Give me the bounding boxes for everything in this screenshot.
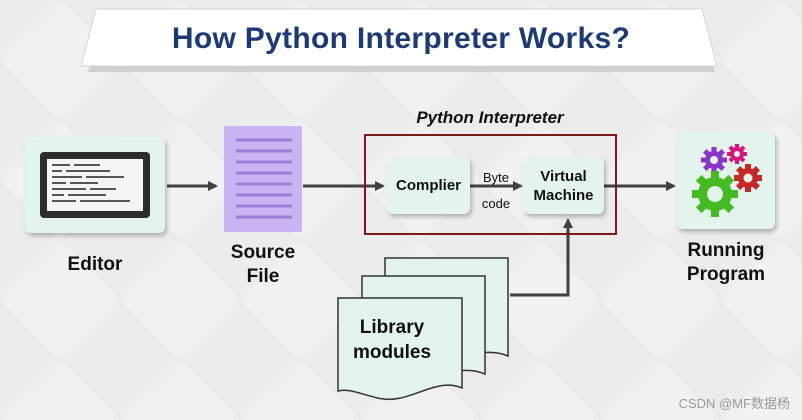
bytecode-line1: Byte	[482, 170, 509, 185]
source-file-line2: File	[246, 266, 280, 287]
bytecode-label: Byte code	[471, 165, 521, 217]
running-line1: Running	[687, 240, 765, 261]
editor-card	[25, 137, 165, 233]
purple-gear	[701, 147, 727, 173]
red-gear	[734, 164, 762, 192]
source-file-line1: Source	[230, 242, 296, 263]
editor-label: Editor	[67, 254, 123, 275]
interpreter-frame	[364, 134, 617, 235]
source-file-icon	[224, 126, 302, 232]
library-modules-icon	[337, 257, 509, 401]
compiler-box: Complier	[387, 157, 470, 214]
doc-front	[337, 297, 463, 401]
virtual-machine-box: Virtual Machine	[523, 157, 604, 214]
source-file-label: Source File	[213, 241, 313, 289]
bytecode-line2: code	[481, 196, 511, 211]
library-modules-label: Library modules	[336, 315, 448, 365]
watermark: CSDN @MF数据杨	[678, 396, 790, 411]
running-program-label: Running Program	[666, 239, 786, 287]
page-title: How Python Interpreter Works?	[171, 22, 631, 55]
vm-line1: Virtual	[540, 168, 587, 185]
running-program-card	[677, 132, 775, 229]
running-line2: Program	[686, 264, 766, 285]
title-banner	[80, 8, 718, 72]
interpreter-label: Python Interpreter	[416, 108, 564, 127]
compiler-label: Complier	[395, 177, 461, 194]
vm-line2: Machine	[533, 187, 594, 204]
library-line1: Library	[359, 317, 425, 338]
gears-icon	[692, 144, 762, 217]
virtual-machine-label: Virtual Machine	[523, 167, 604, 205]
arrow-library-to-vm	[510, 218, 573, 297]
green-gear	[692, 171, 738, 217]
magenta-gear	[727, 144, 747, 164]
monitor-icon	[40, 152, 150, 218]
library-line2: modules	[352, 342, 432, 363]
